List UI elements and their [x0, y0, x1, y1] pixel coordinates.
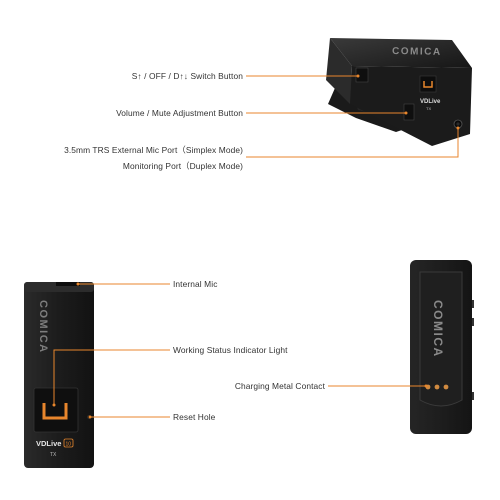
charging-contact-label: Charging Metal Contact: [234, 381, 325, 391]
back-device: COMICA: [410, 260, 474, 434]
top-device: COMICA VDLive TX: [326, 38, 472, 146]
top-status-light: [419, 75, 437, 93]
monitoring-port-label: Monitoring Port（Duplex Mode): [122, 161, 243, 171]
internal-mic-label: Internal Mic: [173, 279, 218, 289]
top-device-top-face: [330, 38, 472, 68]
switch-button[interactable]: [355, 67, 369, 83]
front-status-light: [33, 387, 79, 433]
front-device-model-badge: 10: [66, 442, 72, 448]
top-device-model: VDLive: [420, 99, 441, 105]
top-device-unit: TX: [426, 106, 431, 111]
front-device-model: VDLive: [36, 439, 61, 448]
back-device-brand: COMICA: [431, 300, 445, 358]
callout-lines: [53, 75, 459, 418]
front-device-unit: TX: [50, 452, 57, 458]
status-light-label: Working Status Indicator Light: [173, 345, 288, 355]
reset-hole-label: Reset Hole: [173, 412, 216, 422]
top-device-brand: COMICA: [392, 46, 442, 58]
ext-mic-port-label: 3.5mm TRS External Mic Port（Simplex Mode…: [64, 145, 243, 155]
front-device: COMICA VDLive 10 TX: [24, 282, 94, 468]
back-clip: [419, 271, 463, 407]
charging-contacts: [425, 384, 449, 390]
volume-button[interactable]: [403, 103, 415, 121]
front-device-brand: COMICA: [37, 300, 49, 354]
internal-mic: [56, 282, 80, 286]
volume-button-label: Volume / Mute Adjustment Button: [116, 108, 243, 118]
switch-button-label: S↑ / OFF / D↑↓ Switch Button: [131, 71, 243, 81]
